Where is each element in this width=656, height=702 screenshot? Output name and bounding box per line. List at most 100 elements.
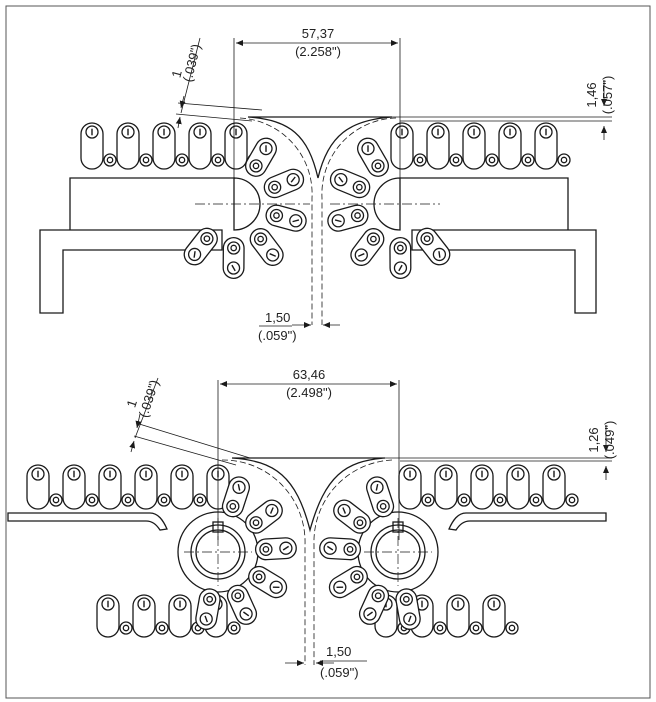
pin-hole — [355, 183, 363, 191]
bottom-left-offset-mm: 1 — [123, 398, 140, 410]
sprocket-bore — [370, 524, 426, 580]
pin-slot — [375, 483, 379, 491]
bottom-transfer-plate — [231, 457, 386, 533]
bottom-chains — [26, 464, 579, 638]
top-right-rail — [411, 229, 597, 314]
pin-slot — [282, 545, 290, 551]
top-width-mm: 57,37 — [302, 26, 335, 41]
dimensions: 57,37 (2.258") 1 (.039") 1,46 (.057") 1,… — [123, 26, 617, 680]
pin-hole — [374, 592, 382, 600]
pin-hole — [255, 573, 263, 581]
pin-hole — [196, 496, 204, 504]
curved-chain — [319, 476, 421, 630]
pin-hole — [532, 496, 540, 504]
top-gap-mm: 1,50 — [265, 310, 290, 325]
pin-slot — [438, 251, 441, 258]
top-assembly — [39, 116, 597, 325]
bottom-width-mm: 63,46 — [293, 367, 326, 382]
top-right-hub — [373, 177, 401, 231]
bottom-left-transfer-arc — [221, 459, 306, 665]
pin-hole — [354, 212, 361, 219]
pin-slot — [243, 611, 250, 617]
pin-hole — [524, 156, 532, 164]
pin-hole — [560, 156, 568, 164]
pin-hole — [88, 496, 96, 504]
pin-slot — [269, 507, 274, 514]
pin-slot — [334, 219, 342, 223]
pin-hole — [508, 624, 516, 632]
pin-hole — [436, 624, 444, 632]
bottom-right-offset-mm: 1,26 — [586, 427, 601, 452]
pin-hole — [568, 496, 576, 504]
pin-slot — [204, 615, 208, 623]
pin-hole — [416, 156, 424, 164]
pin-hole — [257, 235, 264, 243]
top-gap-in: (.059") — [258, 328, 297, 343]
pin-slot — [290, 176, 296, 183]
pin-hole — [252, 519, 260, 527]
pin-hole — [124, 496, 132, 504]
top-left-offset-mm: 1 — [168, 69, 184, 80]
pin-hole — [234, 592, 242, 600]
pin-slot — [342, 507, 347, 514]
curved-chain — [195, 476, 297, 630]
pin-slot — [237, 483, 241, 491]
top-transfer-plate — [247, 116, 393, 179]
bottom-right-transfer-arc — [313, 459, 393, 665]
pin-hole — [356, 519, 364, 527]
pin-hole — [122, 624, 130, 632]
straight-chain — [390, 122, 571, 170]
pin-hole — [346, 545, 354, 553]
pin-slot — [292, 219, 300, 223]
pin-slot — [269, 253, 277, 257]
pin-hole — [379, 502, 387, 510]
top-right-offset-in: (.057") — [600, 76, 615, 115]
drawing-frame — [5, 5, 651, 699]
pin-hole — [230, 624, 238, 632]
straight-chain — [26, 464, 243, 510]
straight-chain — [398, 464, 579, 510]
top-right-carrier — [400, 177, 569, 230]
top-left-transfer-arc — [239, 117, 313, 325]
straight-chain — [80, 122, 261, 170]
top-left-offset-in: (.039") — [180, 42, 204, 83]
pin-hole — [452, 156, 460, 164]
pin-hole — [353, 573, 361, 581]
top-left-hub — [233, 177, 261, 231]
pin-hole — [203, 235, 211, 243]
pin-hole — [106, 156, 114, 164]
pin-slot — [193, 251, 196, 258]
pin-slot — [408, 615, 412, 623]
top-right-transfer-arc — [321, 117, 397, 325]
bottom-gap-mm: 1,50 — [326, 644, 351, 659]
bottom-gap-in: (.059") — [320, 665, 359, 680]
pin-hole — [423, 235, 431, 243]
pin-hole — [230, 244, 238, 252]
pin-hole — [402, 595, 410, 603]
pin-hole — [396, 244, 404, 252]
pin-hole — [206, 595, 214, 603]
top-width-in: (2.258") — [295, 44, 341, 59]
bottom-right-plate — [448, 512, 607, 531]
bottom-left-plate — [7, 512, 168, 531]
top-left-rail — [39, 229, 223, 314]
curved-chain — [327, 137, 451, 279]
pin-slot — [326, 545, 334, 551]
pin-hole — [460, 496, 468, 504]
pin-slot — [357, 253, 365, 257]
pin-hole — [273, 212, 280, 219]
pin-hole — [214, 156, 222, 164]
pin-hole — [252, 162, 260, 170]
pin-hole — [262, 545, 270, 553]
bottom-right-offset-in: (.049") — [602, 421, 617, 460]
pin-hole — [178, 156, 186, 164]
pin-hole — [52, 496, 60, 504]
pin-hole — [424, 496, 432, 504]
pin-slot — [338, 176, 344, 183]
top-chains — [80, 122, 571, 279]
pin-hole — [158, 624, 166, 632]
pin-slot — [398, 264, 403, 272]
pin-slot — [366, 611, 373, 617]
bottom-left-offset-in: (.039") — [136, 378, 162, 419]
